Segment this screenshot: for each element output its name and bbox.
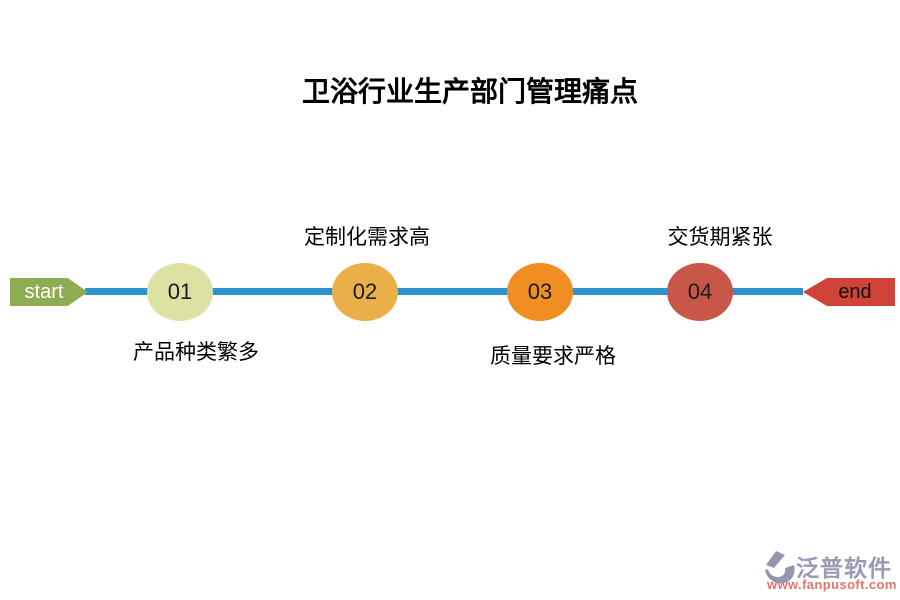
timeline-node-circle-2: 02 xyxy=(332,263,398,321)
watermark-url: www.fanpusoft.com xyxy=(767,577,897,592)
timeline-node-circle-3: 03 xyxy=(507,263,573,321)
start-flag-label: start xyxy=(24,281,64,303)
timeline-node-circle-4: 04 xyxy=(667,263,733,321)
node-label-3: 质量要求严格 xyxy=(490,345,616,368)
page-title: 卫浴行业生产部门管理痛点 xyxy=(301,76,639,107)
end-flag: end xyxy=(803,278,895,306)
node-number: 03 xyxy=(527,279,553,304)
node-number: 01 xyxy=(167,279,193,304)
node-number: 02 xyxy=(352,279,378,304)
watermark-brand: 泛普软件 xyxy=(796,555,892,581)
node-label-2: 定制化需求高 xyxy=(304,226,430,249)
node-label-4: 交货期紧张 xyxy=(667,226,773,249)
timeline-line xyxy=(85,288,803,295)
node-label-1: 产品种类繁多 xyxy=(133,341,259,364)
start-flag: start xyxy=(10,278,88,306)
node-number: 04 xyxy=(687,279,713,304)
fanpu-logo-icon xyxy=(765,551,795,584)
end-flag-label: end xyxy=(838,281,872,303)
timeline-node-circle-1: 01 xyxy=(147,263,213,321)
